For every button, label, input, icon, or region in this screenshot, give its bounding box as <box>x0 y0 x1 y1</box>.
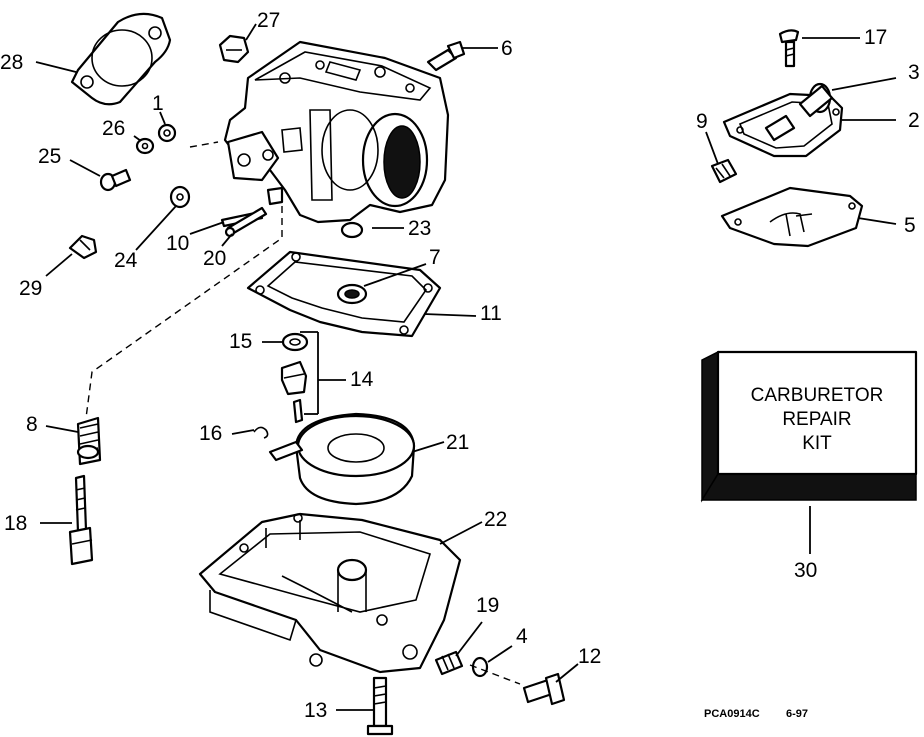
oring-4 <box>471 656 489 678</box>
callout-26: 26 <box>102 117 125 140</box>
callout-1: 1 <box>152 92 164 115</box>
callout-9: 9 <box>696 110 708 133</box>
washer-24 <box>169 185 191 209</box>
fitting-29 <box>68 234 98 260</box>
callout-6: 6 <box>501 37 513 60</box>
callout-30: 30 <box>794 559 817 582</box>
kit-line-2: REPAIR <box>782 409 851 430</box>
callout-10: 10 <box>166 232 189 255</box>
bolt-13 <box>366 676 394 736</box>
callout-28: 28 <box>0 51 23 74</box>
callout-14: 14 <box>350 368 374 391</box>
callout-labels: 28 27 6 1 26 25 24 10 20 23 29 7 11 15 1… <box>0 9 920 722</box>
kit-line-3: KIT <box>802 433 832 454</box>
repair-kit-box: CARBURETOR REPAIR KIT <box>700 350 918 503</box>
kit-line-1: CARBURETOR <box>751 385 884 406</box>
screw-25 <box>99 168 132 192</box>
callout-25: 25 <box>38 145 61 168</box>
screw-6 <box>426 40 466 72</box>
callout-11: 11 <box>480 302 502 325</box>
needle-seat-14 <box>280 360 308 424</box>
screw-12 <box>522 672 566 706</box>
plug-23 <box>340 221 364 239</box>
callout-17: 17 <box>864 26 887 49</box>
jet-9 <box>710 158 738 184</box>
washer-26 <box>135 137 155 155</box>
callout-21: 21 <box>446 431 469 454</box>
callout-2: 2 <box>908 109 920 132</box>
callout-4: 4 <box>516 625 528 648</box>
callout-23: 23 <box>408 217 431 240</box>
seal-7 <box>336 283 368 305</box>
figure-date: 6-97 <box>786 708 808 720</box>
callout-7: 7 <box>429 246 441 269</box>
callout-22: 22 <box>484 508 507 531</box>
clip-16 <box>253 426 269 439</box>
callout-13: 13 <box>304 699 327 722</box>
callout-24: 24 <box>114 249 138 272</box>
callout-15: 15 <box>229 330 252 353</box>
float-bowl-22 <box>198 512 462 674</box>
callout-19: 19 <box>476 594 499 617</box>
nut-27 <box>218 34 250 64</box>
gasket-5 <box>720 186 864 248</box>
callout-29: 29 <box>19 277 42 300</box>
bracket-tab <box>266 186 284 206</box>
callout-3: 3 <box>908 61 920 84</box>
gasket-28 <box>70 12 172 106</box>
callout-27: 27 <box>257 9 280 32</box>
assembly-line-2 <box>189 141 219 148</box>
assembly-line <box>85 206 283 419</box>
assembly-line-3 <box>469 664 521 685</box>
callout-5: 5 <box>904 214 916 237</box>
spring-8 <box>76 416 102 466</box>
jet-19 <box>434 650 464 676</box>
carburetor-body <box>223 40 450 224</box>
cover-2 <box>722 82 844 158</box>
screw-18 <box>68 474 94 566</box>
leader-lines <box>35 23 897 711</box>
callout-16: 16 <box>199 422 222 445</box>
float-21 <box>268 412 416 506</box>
callout-12: 12 <box>578 645 601 668</box>
callout-20: 20 <box>203 247 226 270</box>
washer-15 <box>281 332 309 352</box>
screw-17 <box>778 29 800 68</box>
callout-18: 18 <box>4 512 27 535</box>
callout-8: 8 <box>26 413 38 436</box>
nut-1 <box>157 123 177 143</box>
figure-code: PCA0914C <box>704 708 760 720</box>
